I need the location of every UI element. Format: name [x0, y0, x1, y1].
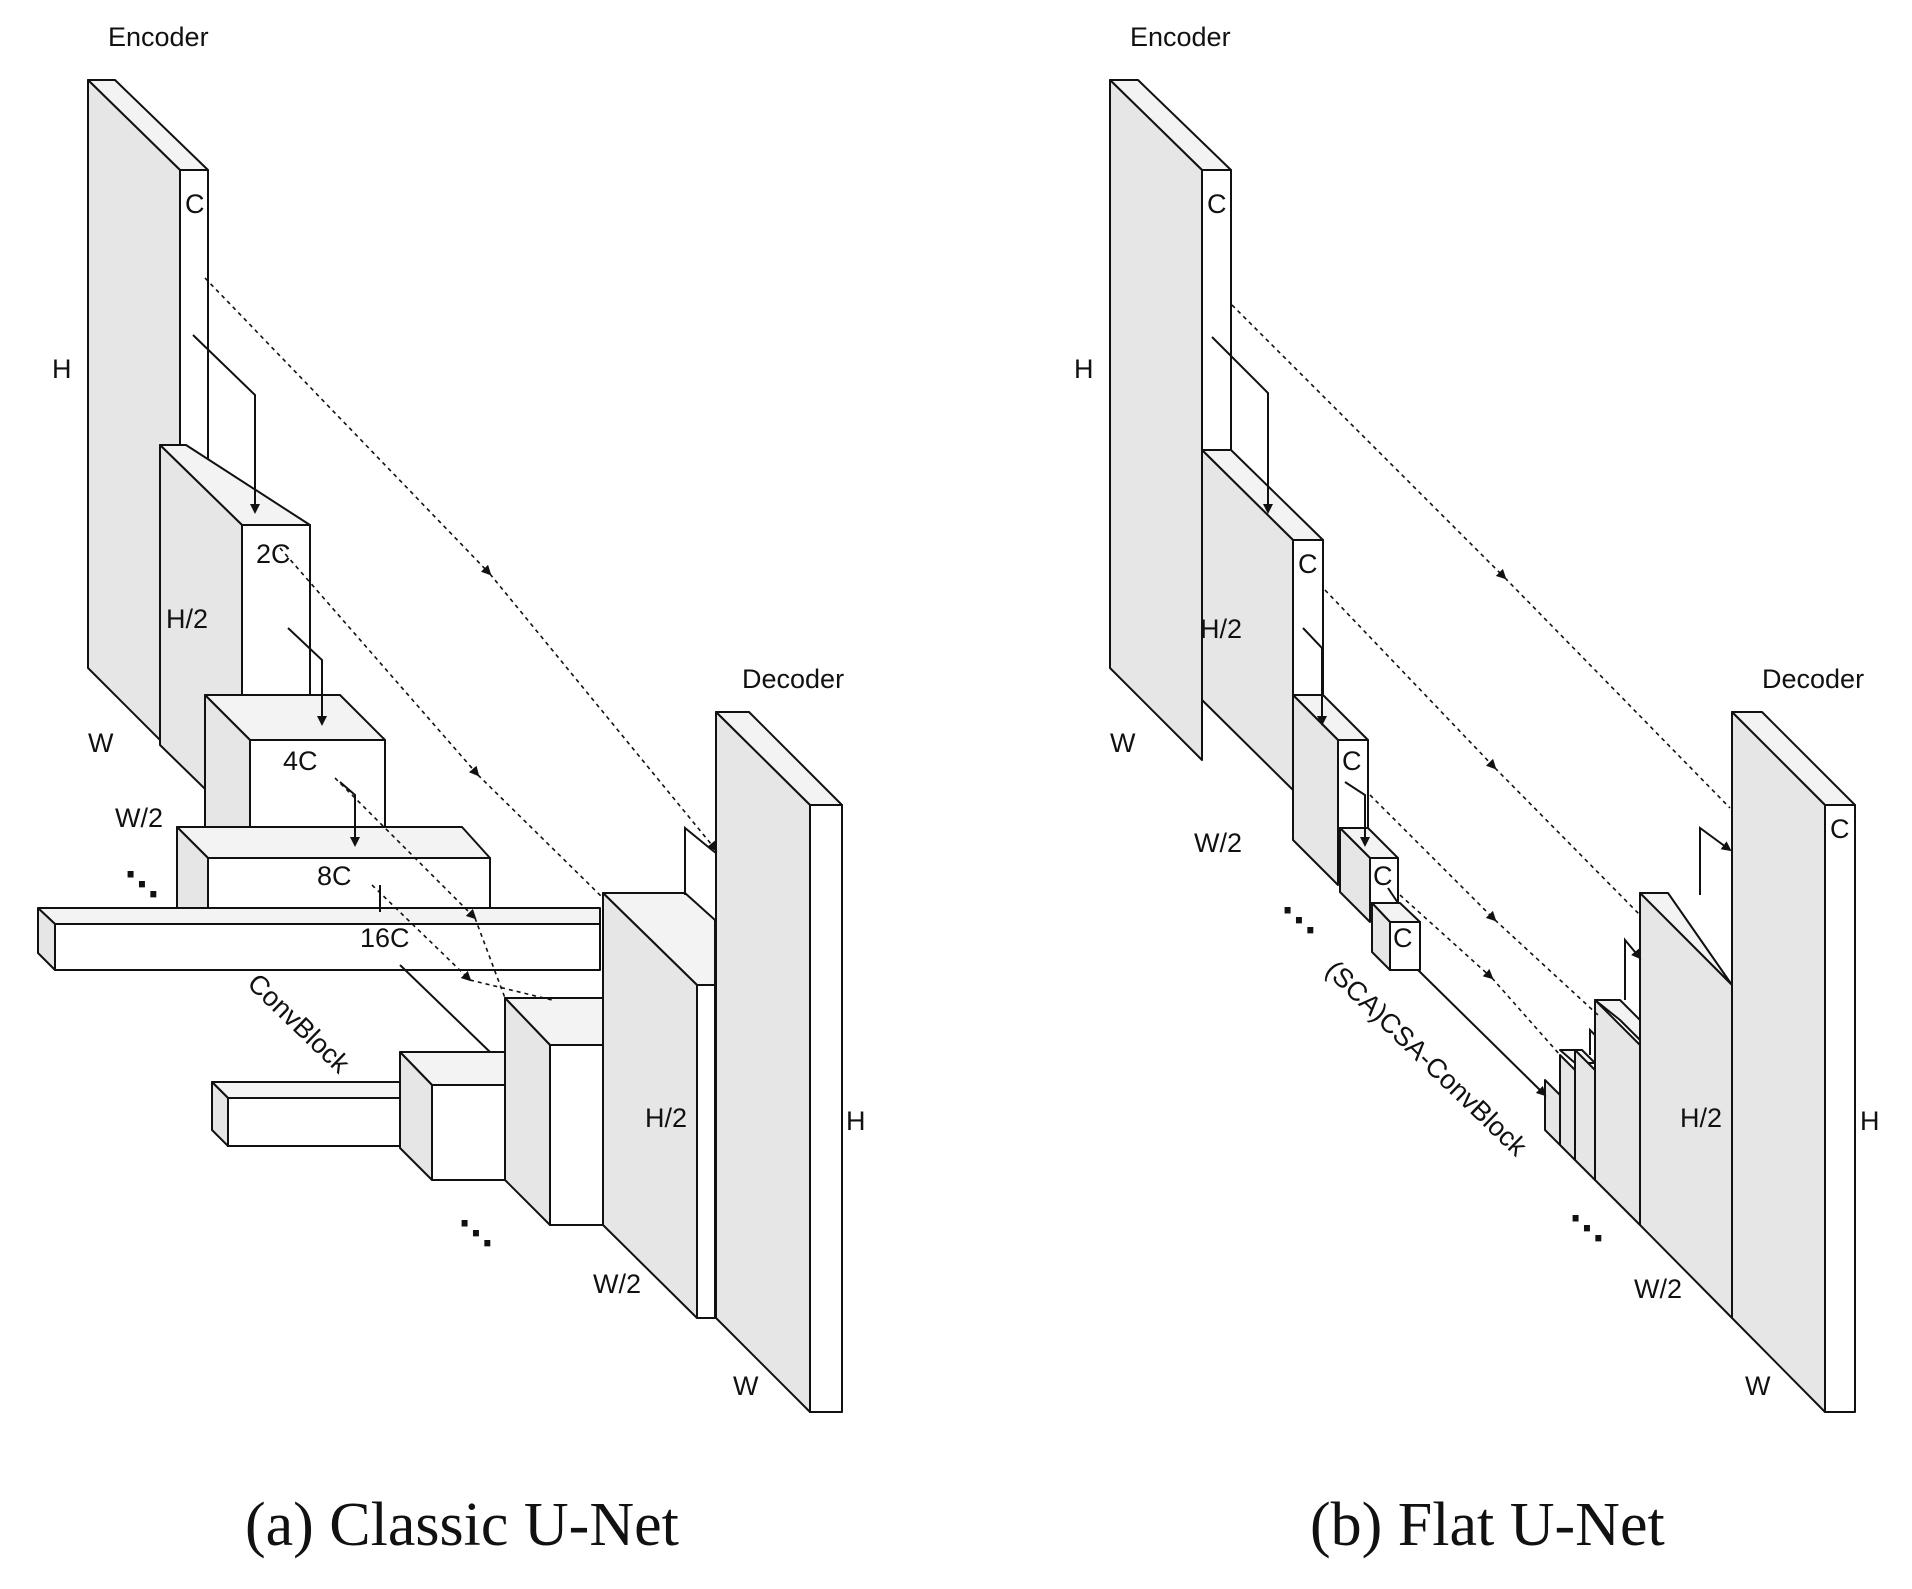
- enc-h-label: H: [52, 354, 72, 384]
- decoder-level-3-block: [504, 997, 604, 1226]
- enc-8c-label: 8C: [317, 861, 352, 891]
- encoder-level-5-bottleneck-block: [37, 907, 601, 971]
- convblock-label: ConvBlock: [242, 968, 356, 1080]
- ellipsis-decoder: ⋱: [459, 1214, 493, 1254]
- caption-b: (b) Flat U-Net: [1310, 1491, 1665, 1559]
- panel-flat-unet: Encoder Decoder H W C H/2 W/2 C C C C (S…: [1074, 22, 1880, 1559]
- flat-dec-w-label: W: [1745, 1371, 1771, 1401]
- dec-w2-label: W/2: [593, 1269, 641, 1299]
- enc-h2-label: H/2: [166, 604, 208, 634]
- flat-encoder-level-1-block: [1109, 79, 1232, 761]
- encoder-level-3-block: [204, 694, 386, 841]
- dec-h2-label: H/2: [645, 1103, 687, 1133]
- flat-decoder-level-1-block: [1731, 711, 1856, 1413]
- flat-enc-h-label: H: [1074, 354, 1094, 384]
- flat-enc-c-label: C: [1207, 189, 1227, 219]
- enc-c-label: C: [185, 189, 205, 219]
- flat-enc-w-label: W: [1110, 728, 1136, 758]
- enc-16c-label: 16C: [360, 923, 410, 953]
- enc-w2-label: W/2: [115, 803, 163, 833]
- flat-enc-c-l2-label: C: [1298, 549, 1318, 579]
- flat-enc-c-l3-label: C: [1342, 746, 1362, 776]
- encoder-level-4-block: [176, 826, 491, 909]
- flat-decoder-level-3-block: [1594, 999, 1641, 1226]
- caption-a: (a) Classic U-Net: [245, 1491, 679, 1559]
- flat-dec-w2-label: W/2: [1634, 1274, 1682, 1304]
- enc-2c-label: 2C: [256, 539, 291, 569]
- enc-4c-label: 4C: [283, 746, 318, 776]
- flat-downsample-arrows: [1211, 336, 1547, 1097]
- flat-encoder-level-5-block: [1371, 902, 1421, 971]
- decoder-level-4-block: [399, 1051, 506, 1181]
- flat-upsample-arrows: [1589, 826, 1732, 1055]
- decoder-level-1-block: [715, 711, 843, 1413]
- flat-dec-h-label: H: [1860, 1106, 1880, 1136]
- flat-ellipsis-encoder: ⋱: [1282, 901, 1316, 941]
- encoder-label: Encoder: [108, 22, 209, 52]
- panel-classic-unet: Encoder Decoder H W C H/2 W/2 2C 4C 8C 1…: [37, 22, 866, 1559]
- decoder-level-5-block: [211, 1081, 401, 1147]
- flat-ellipsis-decoder: ⋱: [1570, 1209, 1604, 1249]
- flat-dec-c-label: C: [1830, 814, 1850, 844]
- skip-connections: [204, 277, 718, 1001]
- flat-block-label: (SCA)CSA-ConvBlock: [1320, 955, 1533, 1162]
- downsample-arrows: [192, 334, 491, 1053]
- flat-decoder-level-2-block: [1639, 892, 1733, 1319]
- flat-enc-c-l5-label: C: [1393, 923, 1413, 953]
- upsample-arrows: [684, 825, 717, 895]
- enc-w-label: W: [88, 728, 114, 758]
- dec-w-label: W: [733, 1371, 759, 1401]
- flat-enc-w2-label: W/2: [1194, 828, 1242, 858]
- flat-enc-h2-label: H/2: [1200, 614, 1242, 644]
- ellipsis-encoder: ⋱: [125, 865, 159, 905]
- flat-dec-h2-label: H/2: [1680, 1103, 1722, 1133]
- decoder-label: Decoder: [742, 664, 844, 694]
- flat-skip-connections: [1231, 304, 1731, 1056]
- dec-h-label: H: [846, 1106, 866, 1136]
- flat-decoder-level-5-block: [1544, 1054, 1576, 1161]
- flat-enc-c-l4-label: C: [1373, 861, 1393, 891]
- flat-decoder-label: Decoder: [1762, 664, 1864, 694]
- flat-encoder-label: Encoder: [1130, 22, 1231, 52]
- decoder-level-2-block: [602, 892, 716, 1319]
